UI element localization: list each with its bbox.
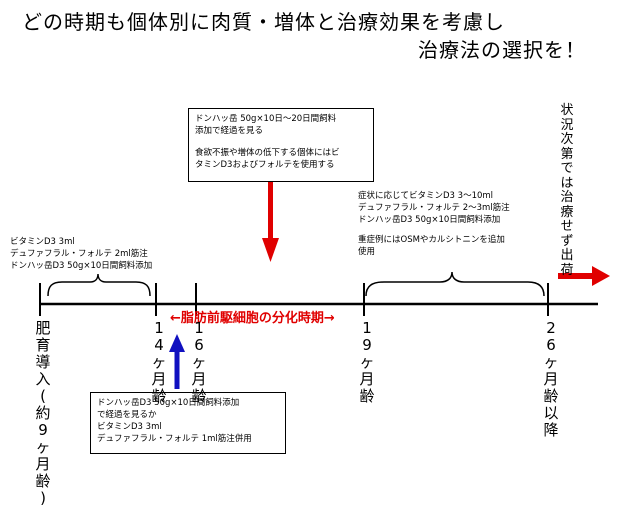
shipping-note: 状況次第では治療せず出荷 [560,103,574,278]
brace-late [365,271,545,297]
note-late-line-5: 重症例にはOSMやカルシトニンを追加 [358,235,505,245]
note-mid-line-4: 食欲不振や増体の低下する個体にはビ [195,148,340,158]
note-early: ビタミンD3 3ml デュファフラル・フォルテ 2ml筋注 ドンハッ岳D3 50… [10,236,152,272]
note-early-line-1: ビタミンD3 3ml [10,237,75,247]
title-line-1: どの時期も個体別に肉質・増体と治療効果を考慮し [22,10,505,34]
shipping-arrow-head [592,266,610,286]
note-early-line-2: デュファフラル・フォルテ 2ml筋注 [10,249,148,259]
note-late-line-2: デュファフラル・フォルテ 2〜3ml筋注 [358,203,510,213]
shipping-arrow-shaft [558,273,594,279]
note-late-line-3: ドンハッ岳D3 50g×10日間飼料添加 [358,215,501,225]
note-bottom-line-4: デュファフラル・フォルテ 1ml筋注併用 [97,434,252,444]
note-late-line-1: 症状に応じてビタミンD3 3〜10ml [358,191,494,201]
timeline-diagram [39,182,610,389]
note-late: 症状に応じてビタミンD3 3〜10ml デュファフラル・フォルテ 2〜3ml筋注… [358,190,510,258]
note-bottom-box: ドンハッ岳D3 50g×10日間飼料添加 で経過を見るか ビタミンD3 3ml … [90,392,286,454]
title-line-2: 治療法の選択を！ [418,38,586,62]
note-late-line-4 [358,226,510,234]
note-mid-box: ドンハッ岳 50g×10日〜20日間飼料 添加で経過を見る 食欲不振や増体の低下… [188,108,374,182]
note-bottom-line-2: で経過を見るか [97,410,157,420]
note-mid-line-2: 添加で経過を見る [195,126,264,136]
differentiation-period-banner: ←脂肪前駆細胞の分化時期→ [170,311,335,326]
note-late-line-6: 使用 [358,247,376,257]
note-bottom-line-1: ドンハッ岳D3 50g×10日間飼料添加 [97,398,240,408]
note-early-line-3: ドンハッ岳D3 50g×10日間飼料添加 [10,261,153,271]
brace-early [47,273,151,297]
note-mid-line-5: タミンD3およびフォルテを使用する [195,160,335,170]
note-mid-line-1: ドンハッ岳 50g×10日〜20日間飼料 [195,114,337,124]
note-mid-line-3 [195,137,367,147]
blue-arrow-shaft [174,351,180,389]
red-arrow-shaft [268,182,273,240]
note-bottom-line-3: ビタミンD3 3ml [97,422,162,432]
red-arrow-head [262,238,279,262]
blue-arrow-head [169,334,185,352]
